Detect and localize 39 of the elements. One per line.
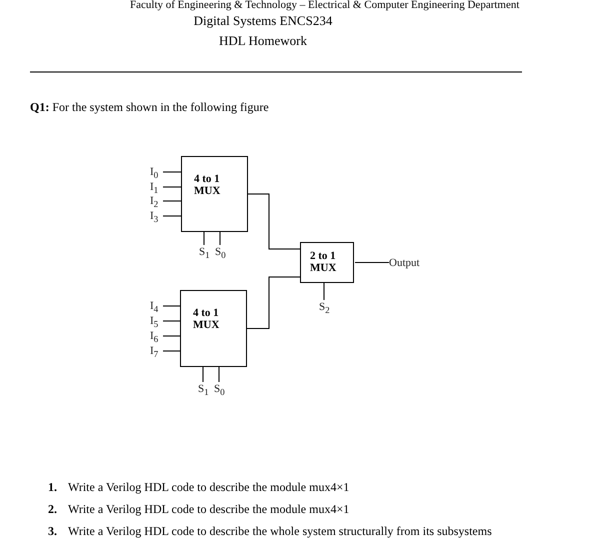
wire — [162, 350, 180, 352]
wire — [162, 200, 182, 202]
list-number: 3. — [48, 524, 57, 539]
signal-label: I$_{6}$ — [150, 330, 162, 342]
signal-label: S$_{0}$ — [215, 246, 225, 258]
signal-label: I$_{5}$ — [150, 315, 162, 327]
wire — [202, 366, 204, 382]
task-text: Write a Verilog HDL code to describe the module mux4×1 — [68, 502, 350, 517]
task-text: Write a Verilog HDL code to describe the whole system structurally from its subsystems — [68, 524, 492, 539]
signal-label: I$_{0}$ — [150, 166, 162, 178]
block-label: 4 to 1 MUX — [194, 173, 222, 197]
wire — [248, 194, 300, 250]
signal-label: S$_{1}$ — [199, 246, 209, 258]
signal-label: I$_{7}$ — [150, 345, 162, 357]
signal-label: I$_{3}$ — [150, 210, 162, 222]
subtitle: HDL Homework — [218, 33, 308, 49]
list-number: 1. — [48, 480, 57, 495]
header-text: Faculty of Engineering & Technology – Electrical & Computer Engineering Department — [130, 0, 520, 11]
title: Digital Systems ENCS234 — [192, 13, 334, 29]
signal-label: S$_{2}$ — [319, 301, 329, 313]
multiplexer-block — [300, 242, 354, 283]
block-label: 4 to 1 MUX — [193, 307, 220, 331]
wire — [246, 276, 300, 329]
wire — [354, 262, 390, 263]
signal-label: S$_{0}$ — [214, 383, 224, 395]
multiplexer-block — [181, 156, 248, 232]
block-label: 2 to 1 MUX — [310, 250, 338, 274]
signal-label: I$_{4}$ — [150, 300, 162, 312]
wire — [162, 320, 180, 322]
signal-label: I$_{1}$ — [150, 181, 162, 193]
wire — [162, 186, 182, 188]
question-text: Q1: For the system shown in the following figure — [30, 100, 269, 115]
multiplexer-block — [180, 290, 247, 367]
signal-label: S$_{1}$ — [198, 383, 208, 395]
task-text: Write a Verilog HDL code to describe the module mux4×1 — [68, 480, 350, 495]
signal-label: Output — [389, 257, 429, 269]
list-number: 2. — [48, 502, 57, 517]
wire — [218, 366, 220, 382]
signal-label: I$_{2}$ — [150, 195, 162, 207]
